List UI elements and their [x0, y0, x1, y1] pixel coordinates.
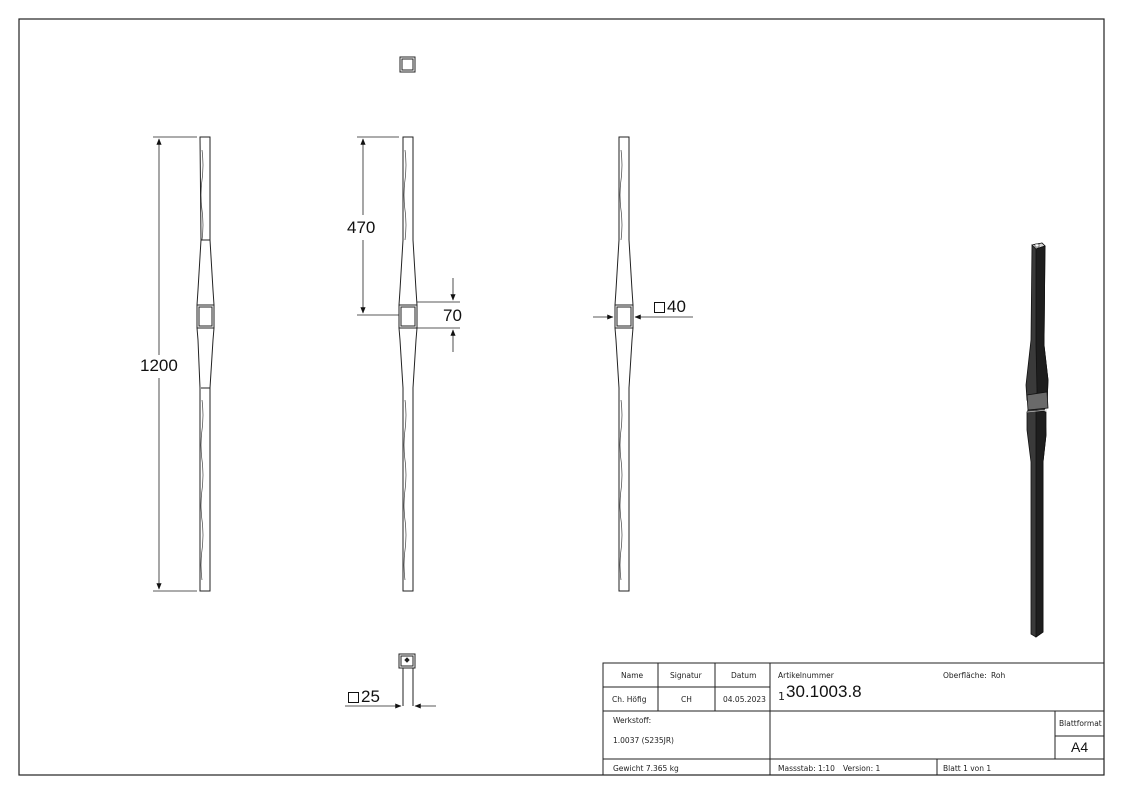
drawing-date: 04.05.2023 — [723, 695, 766, 704]
header-name: Name — [621, 671, 644, 680]
article-prefix: 1 — [778, 690, 785, 703]
weight: Gewicht 7.365 kg — [613, 764, 679, 773]
sheet-number: Blatt 1 von 1 — [943, 764, 992, 773]
surface-label: Oberfläche: — [943, 671, 987, 680]
square-symbol-icon — [348, 692, 359, 703]
drafter-name: Ch. Höfig — [612, 695, 647, 704]
isometric-view-baluster — [1025, 242, 1049, 638]
sheet-format-label: Blattformat — [1059, 719, 1102, 728]
material-value: 1.0037 (S235JR) — [613, 736, 674, 745]
header-date: Datum — [731, 671, 757, 680]
header-signature: Signatur — [670, 671, 702, 680]
sheet-format-value: A4 — [1071, 739, 1089, 755]
dimension-collar-height — [417, 278, 460, 352]
bar-square-value: 25 — [361, 687, 380, 706]
scale: Massstab: 1:10 — [778, 764, 835, 773]
dimension-label-collar-square: 40 — [654, 297, 686, 317]
version: Version: 1 — [843, 764, 881, 773]
rear-view-baluster — [614, 136, 634, 592]
collar-square-value: 40 — [667, 297, 686, 316]
article-number: 30.1003.8 — [786, 682, 862, 701]
dimension-label-bar-square: 25 — [348, 687, 380, 707]
surface-value: Roh — [991, 671, 1006, 680]
material-label: Werkstoff: — [613, 716, 652, 725]
side-view-baluster — [398, 56, 418, 706]
dimension-upper-length — [357, 136, 399, 316]
title-block — [602, 662, 1105, 776]
dimension-label-upper: 470 — [347, 218, 376, 237]
article-label: Artikelnummer — [778, 671, 834, 680]
dimension-overall-length — [153, 136, 197, 592]
dimension-label-overall: 1200 — [140, 356, 178, 375]
square-symbol-icon — [654, 302, 665, 313]
drafter-signature: CH — [681, 695, 692, 704]
front-view-baluster — [196, 136, 215, 592]
drawing-frame — [18, 18, 1105, 776]
dimension-label-collar-height: 70 — [443, 306, 462, 325]
